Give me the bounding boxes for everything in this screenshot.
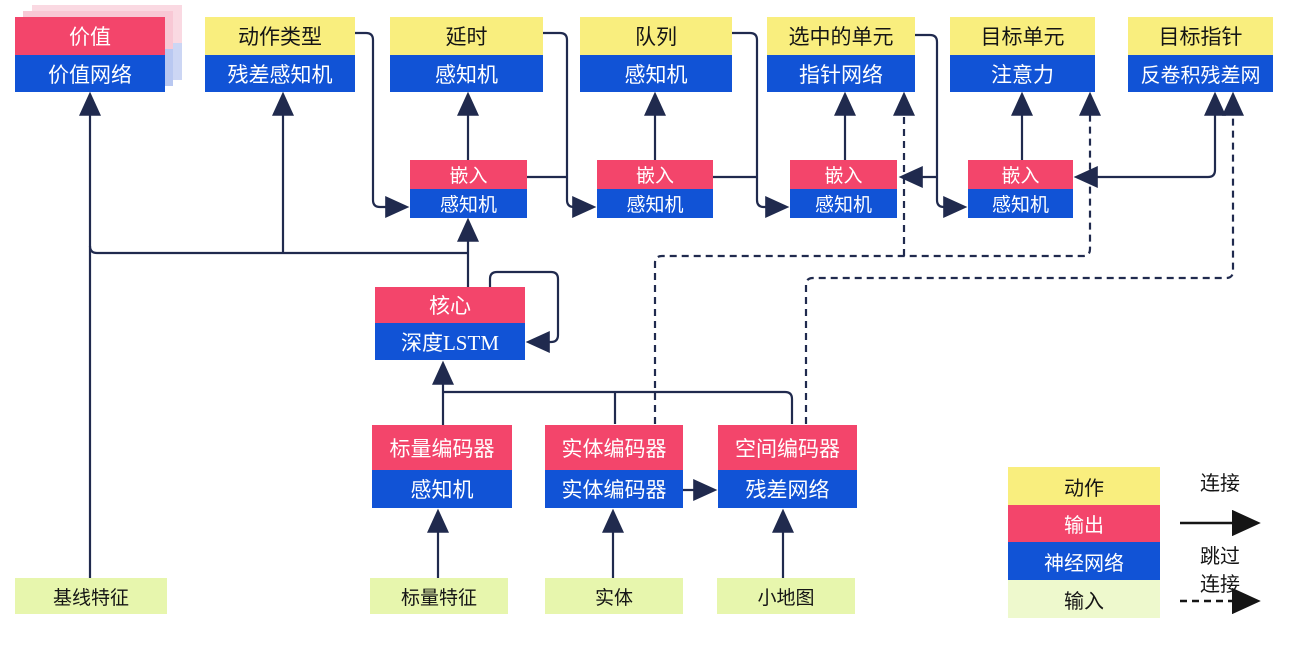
node-spatial-encoder: 空间编码器 残差网络 (718, 425, 857, 508)
edge-encoder-collector (443, 390, 794, 424)
node-embed-4: 嵌入 感知机 (968, 160, 1073, 218)
edge-embed4-targetpoint (1073, 91, 1226, 188)
embed4-mlp-label: 感知机 (968, 189, 1073, 218)
embed2-label: 嵌入 (597, 160, 713, 189)
node-embed-2: 嵌入 感知机 (597, 160, 713, 218)
legend-output-label: 输出 (1008, 505, 1160, 542)
node-selected-units: 选中的单元 指针网络 (767, 17, 915, 92)
node-embed-3: 嵌入 感知机 (790, 160, 897, 218)
embed4-label: 嵌入 (968, 160, 1073, 189)
node-delay: 延时 感知机 (390, 17, 543, 92)
delay-label: 延时 (390, 17, 543, 55)
queue-label: 队列 (580, 17, 732, 55)
attention-label: 注意力 (950, 55, 1095, 92)
node-embed-1: 嵌入 感知机 (410, 160, 527, 218)
residual-mlp-label: 残差感知机 (205, 55, 355, 92)
node-baseline-features: 基线特征 (15, 578, 167, 614)
node-value: 价值 价值网络 (15, 17, 165, 92)
scalar-features-label: 标量特征 (370, 578, 508, 614)
legend-connection-label: 连接 (1200, 473, 1240, 495)
resnet-label: 残差网络 (718, 470, 857, 508)
minimap-label: 小地图 (717, 578, 855, 614)
scalar-mlp-label: 感知机 (372, 470, 512, 508)
legend-action-label: 动作 (1008, 467, 1160, 505)
pointer-network-label: 指针网络 (767, 55, 915, 92)
action-type-label: 动作类型 (205, 17, 355, 55)
scalar-encoder-label: 标量编码器 (372, 425, 512, 470)
legend-neural-network-label: 神经网络 (1008, 542, 1160, 580)
node-minimap: 小地图 (717, 578, 855, 614)
node-core: 核心 深度LSTM (375, 287, 525, 360)
embed1-mlp-label: 感知机 (410, 189, 527, 218)
delay-mlp-label: 感知机 (390, 55, 543, 92)
skip-entityenc-to-attention (653, 91, 1101, 424)
edge-core-distribution (88, 245, 468, 255)
node-queue: 队列 感知机 (580, 17, 732, 92)
node-scalar-features: 标量特征 (370, 578, 508, 614)
edge-core-self-loop (488, 270, 560, 353)
embed2-mlp-label: 感知机 (597, 189, 713, 218)
selected-units-label: 选中的单元 (767, 17, 915, 55)
value-network-label: 价值网络 (15, 55, 165, 92)
legend-skip-label-line1: 跳过 (1200, 546, 1240, 568)
node-scalar-encoder: 标量编码器 感知机 (372, 425, 512, 508)
legend-skip-label-line2: 连接 (1200, 574, 1240, 596)
baseline-features-label: 基线特征 (15, 578, 167, 614)
node-target-unit: 目标单元 注意力 (950, 17, 1095, 92)
value-output-label: 价值 (15, 17, 165, 55)
node-target-point: 目标指针 反卷积残差网 (1128, 17, 1273, 92)
queue-mlp-label: 感知机 (580, 55, 732, 92)
spatial-encoder-label: 空间编码器 (718, 425, 857, 470)
skip-spatialenc-to-deconv (804, 91, 1244, 424)
core-label: 核心 (375, 287, 525, 323)
entities-label: 实体 (545, 578, 683, 614)
legend-color-key: 动作 输出 神经网络 输入 (1008, 467, 1160, 618)
target-unit-label: 目标单元 (950, 17, 1095, 55)
target-point-label: 目标指针 (1128, 17, 1273, 55)
node-entity-encoder: 实体编码器 实体编码器 (545, 425, 683, 508)
node-entities: 实体 (545, 578, 683, 614)
entity-encoder-label: 实体编码器 (545, 425, 683, 470)
node-action-type: 动作类型 残差感知机 (205, 17, 355, 92)
edge-queue-to-embed3 (732, 31, 790, 218)
deep-lstm-label: 深度LSTM (375, 323, 525, 360)
embed1-label: 嵌入 (410, 160, 527, 189)
edge-actiontype-to-embed1 (355, 31, 410, 218)
entity-encoder-net-label: 实体编码器 (545, 470, 683, 508)
edge-selected-to-embed4 (915, 33, 968, 218)
embed3-label: 嵌入 (790, 160, 897, 189)
legend-input-label: 输入 (1008, 580, 1160, 618)
embed3-mlp-label: 感知机 (790, 189, 897, 218)
edge-delay-to-embed2 (543, 31, 597, 218)
deconv-resnet-label: 反卷积残差网 (1128, 55, 1273, 92)
